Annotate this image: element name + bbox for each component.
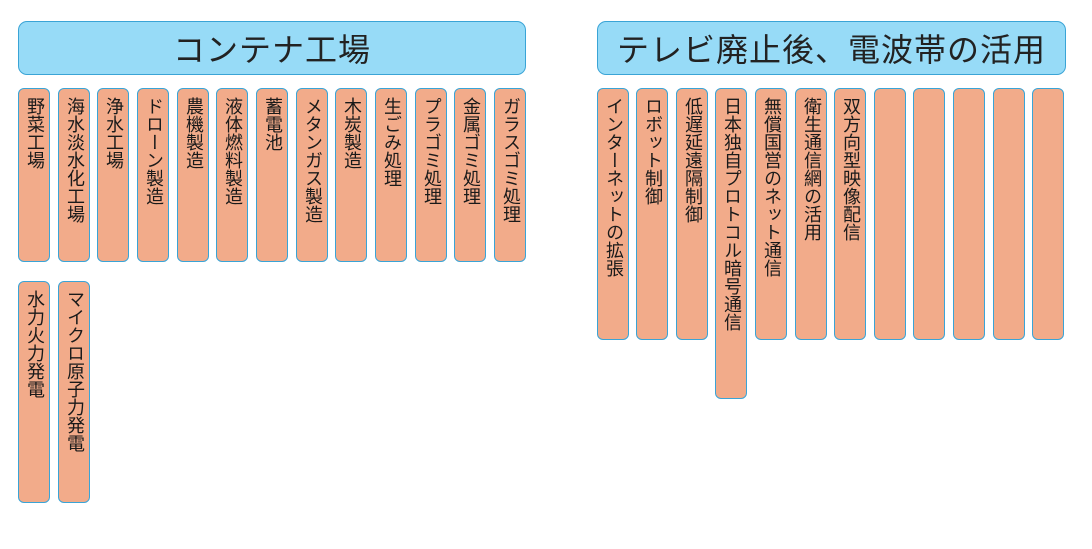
item-free-national-network: 無償国営のネット通信: [755, 88, 787, 340]
item-empty-3: [953, 88, 985, 340]
item-drone-manufacturing: ドローン製造: [137, 88, 169, 262]
item-desalination-factory: 海水淡水化工場: [58, 88, 90, 262]
item-plastic-waste: プラゴミ処理: [415, 88, 447, 262]
item-interactive-video: 双方向型映像配信: [834, 88, 866, 340]
item-liquid-fuel: 液体燃料製造: [216, 88, 248, 262]
item-internet-expansion: インターネットの拡張: [597, 88, 629, 340]
item-empty-2: [913, 88, 945, 340]
item-water-purification-factory: 浄水工場: [97, 88, 129, 262]
item-charcoal: 木炭製造: [335, 88, 367, 262]
item-empty-5: [1032, 88, 1064, 340]
item-empty-4: [993, 88, 1025, 340]
item-glass-waste: ガラスゴミ処理: [494, 88, 526, 262]
item-hydro-thermal-power: 水力火力発電: [18, 281, 50, 503]
item-methane-gas: メタンガス製造: [296, 88, 328, 262]
container-factory-header: コンテナ工場: [18, 21, 526, 75]
item-japan-protocol-encryption: 日本独自プロトコル暗号通信: [715, 88, 747, 399]
item-satellite-network: 衛生通信網の活用: [795, 88, 827, 340]
radio-band-usage-header: テレビ廃止後、電波帯の活用: [597, 21, 1066, 75]
item-farm-machinery: 農機製造: [177, 88, 209, 262]
item-empty-1: [874, 88, 906, 340]
item-storage-battery: 蓄電池: [256, 88, 288, 262]
item-micro-nuclear-power: マイクロ原子力発電: [58, 281, 90, 503]
item-food-waste: 生ごみ処理: [375, 88, 407, 262]
item-vegetable-factory: 野菜工場: [18, 88, 50, 262]
item-robot-control: ロボット制御: [636, 88, 668, 340]
item-metal-waste: 金属ゴミ処理: [454, 88, 486, 262]
item-low-latency-remote-control: 低遅延遠隔制御: [676, 88, 708, 340]
